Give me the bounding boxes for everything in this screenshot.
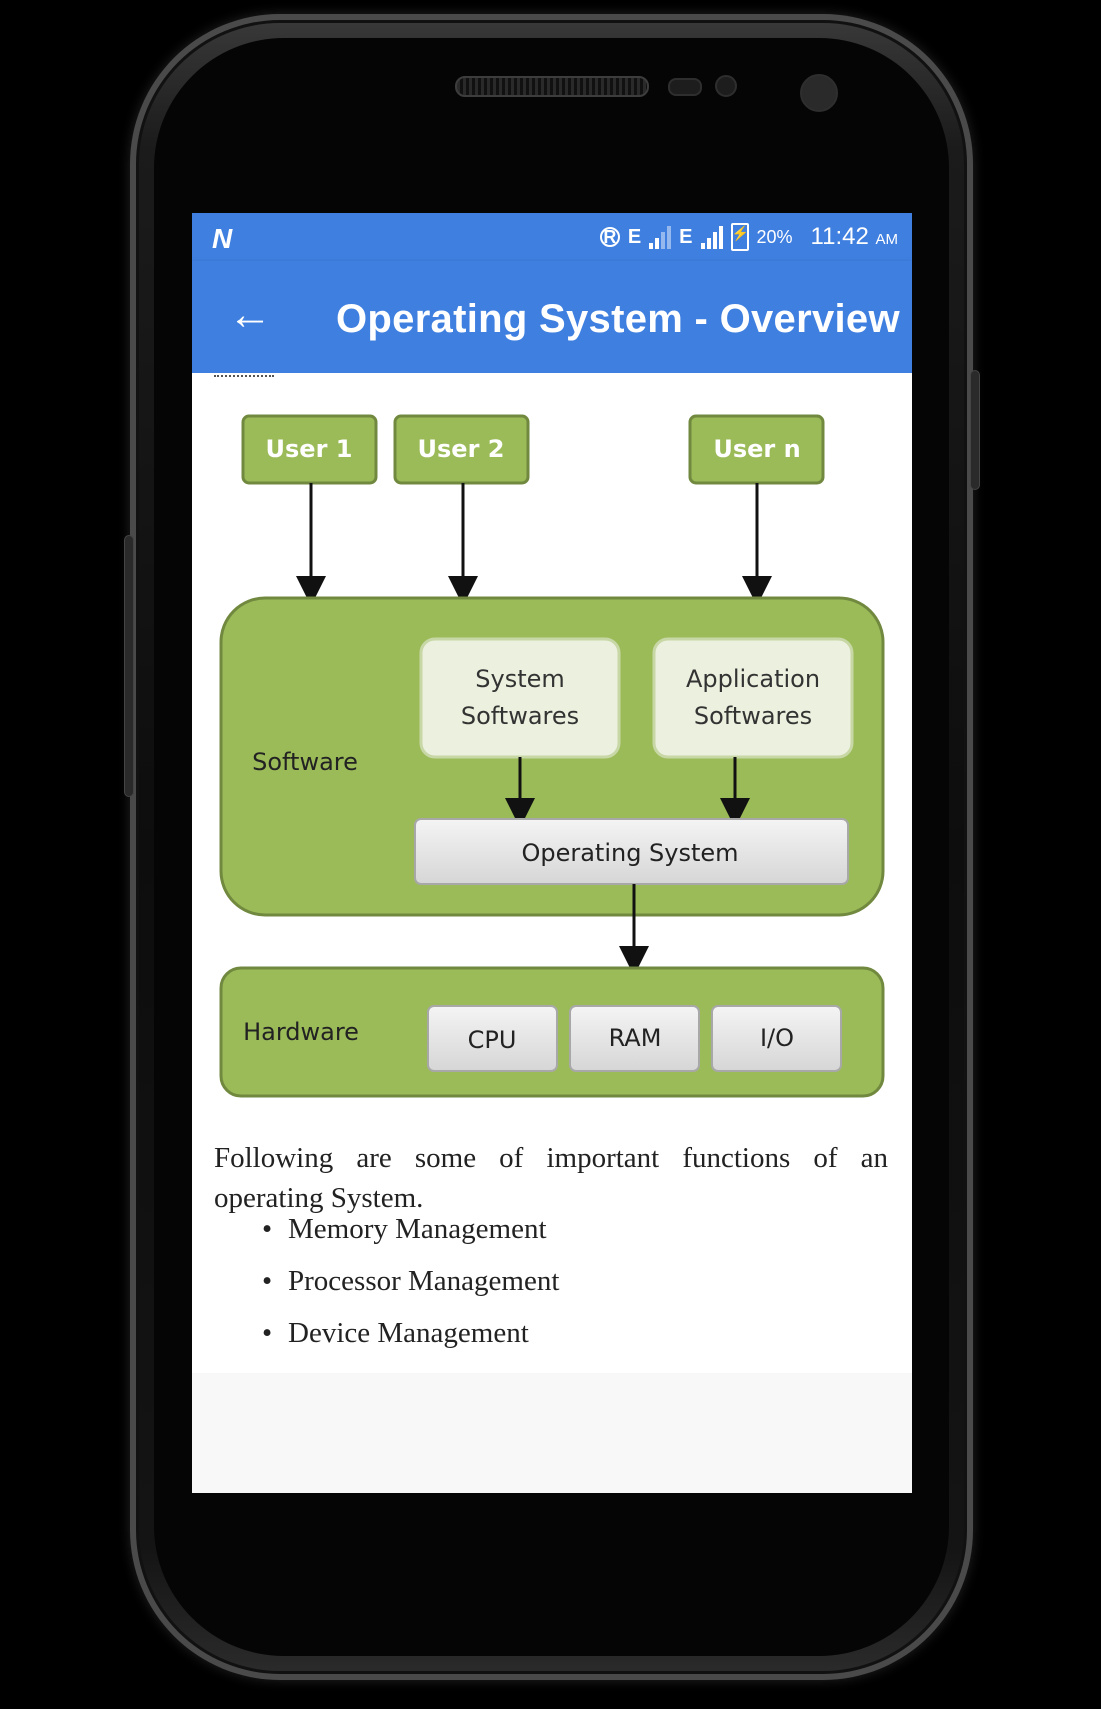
registered-r-icon: R — [599, 227, 620, 247]
user-box-2: User 2 — [393, 414, 530, 485]
hardware-label: Hardware — [243, 1018, 359, 1046]
status-bar: N R E E 20% 11:42 AM — [192, 213, 912, 261]
application-softwares-line2: Softwares — [694, 702, 812, 730]
proximity-sensor — [668, 78, 702, 96]
page-title: Operating System - Overview — [336, 297, 900, 341]
io-label: I/O — [760, 1024, 794, 1052]
user-1-label: User 1 — [266, 435, 353, 463]
clock-time: 11:42 — [810, 223, 869, 250]
io-box: I/O — [711, 1005, 842, 1072]
operating-system-label: Operating System — [521, 839, 738, 867]
software-label: Software — [252, 748, 358, 776]
arrow-left-icon[interactable]: ← — [228, 290, 272, 339]
list-item: Device Management — [262, 1307, 559, 1359]
status-indicators: R E E 20% 11:42 AM — [599, 213, 898, 261]
signal-1-icon — [649, 225, 672, 249]
system-softwares-box: System Softwares — [419, 637, 621, 759]
clock-ampm: AM — [875, 231, 899, 248]
battery-icon — [730, 223, 749, 251]
ram-label: RAM — [609, 1024, 662, 1052]
user-n-label: User n — [713, 435, 800, 463]
earpiece-speaker — [455, 76, 649, 97]
front-camera-icon — [800, 74, 838, 112]
battery-percent: 20% — [756, 226, 793, 247]
application-softwares-box: Application Softwares — [652, 637, 854, 759]
screen: N R E E 20% 11:42 AM ← Operating System … — [192, 213, 912, 1493]
signal-2-icon — [700, 225, 723, 249]
ram-box: RAM — [569, 1005, 700, 1072]
network-type-2: E — [679, 225, 693, 248]
system-softwares-line2: Softwares — [461, 702, 579, 730]
list-item: Processor Management — [262, 1255, 559, 1307]
application-softwares-line1: Application — [686, 665, 820, 693]
user-box-n: User n — [688, 414, 825, 485]
light-sensor — [715, 75, 737, 97]
notification-n-icon: N — [212, 223, 233, 254]
blank-footer-area — [192, 1373, 912, 1493]
list-item: Memory Management — [262, 1203, 559, 1255]
cut-off-text-line — [214, 373, 274, 377]
cpu-label: CPU — [468, 1026, 517, 1054]
article-content[interactable]: User 1 User 2 User n Software System — [192, 373, 912, 1373]
cpu-box: CPU — [427, 1005, 558, 1072]
system-softwares-line1: System — [475, 665, 565, 693]
app-bar: ← Operating System - Overview — [192, 261, 912, 373]
user-2-label: User 2 — [418, 435, 505, 463]
network-type-1: E — [627, 225, 642, 248]
os-architecture-diagram: User 1 User 2 User n Software System — [219, 414, 885, 1098]
intro-paragraph: Following are some of important function… — [214, 1142, 888, 1214]
operating-system-box: Operating System — [414, 818, 849, 885]
power-button[interactable] — [970, 370, 980, 490]
clock: 11:42 AM — [811, 223, 898, 251]
functions-list: Memory Management Processor Management D… — [262, 1203, 559, 1359]
user-box-1: User 1 — [241, 414, 378, 485]
volume-button[interactable] — [124, 535, 134, 797]
